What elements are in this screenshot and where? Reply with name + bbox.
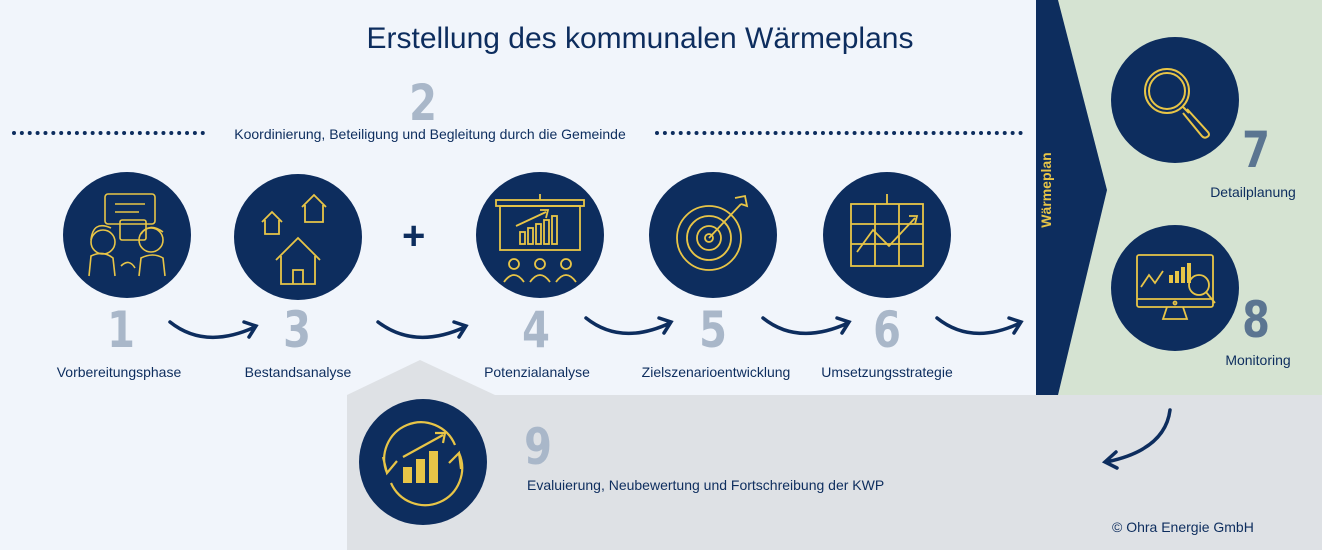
dotted-divider-right (655, 131, 1023, 135)
step-number-4: 4 (522, 301, 550, 359)
houses-icon (234, 174, 362, 300)
step-label-6: Umsetzungsstrategie (821, 364, 953, 380)
target-icon (649, 172, 777, 298)
step-number-2: 2 (409, 74, 437, 132)
evaluation-pointer (347, 360, 495, 395)
copyright: © Ohra Energie GmbH (1112, 519, 1254, 535)
step-label-1: Vorbereitungsphase (56, 364, 182, 380)
step-number-6: 6 (873, 301, 901, 359)
arrow-5-6 (761, 316, 852, 335)
step-label-8: Monitoring (1225, 352, 1291, 368)
page-title: Erstellung des kommunalen Wärmeplans (366, 22, 914, 55)
flow-arrows (168, 316, 1172, 470)
step-label-4: Potenzialanalyse (484, 364, 590, 380)
step-number-9: 9 (524, 418, 552, 476)
step-number-5: 5 (699, 301, 727, 359)
evaluation-panel (347, 395, 1322, 550)
dialogue-icon (63, 172, 191, 298)
step-label-7: Detailplanung (1210, 184, 1296, 200)
plus-sign: + (402, 214, 426, 258)
strategy-board-icon (823, 172, 951, 298)
arrow-3-4 (376, 320, 469, 339)
arrow-4-5 (584, 316, 674, 335)
dotted-divider-left (12, 131, 205, 135)
magnifier-icon (1111, 37, 1239, 163)
step-number-3: 3 (283, 301, 311, 359)
monitor-icon (1111, 225, 1239, 351)
step-number-7: 7 (1242, 121, 1270, 179)
evaluation-label: Evaluierung, Neubewertung und Fortschrei… (527, 477, 885, 493)
arrow-return (1101, 408, 1172, 470)
step-label-5: Zielszenarioentwicklung (641, 364, 791, 380)
coordination-label: Koordinierung, Beteiligung und Begleitun… (234, 126, 626, 142)
waermeplan-chevron (1036, 0, 1107, 395)
cycle-chart-icon (359, 399, 487, 525)
arrow-1-3 (168, 320, 259, 339)
presentation-icon (476, 172, 604, 298)
step-label-3: Bestandsanalyse (244, 364, 352, 380)
step-number-1: 1 (107, 301, 135, 359)
arrow-6-plan (935, 316, 1024, 335)
step-number-8: 8 (1242, 291, 1270, 349)
